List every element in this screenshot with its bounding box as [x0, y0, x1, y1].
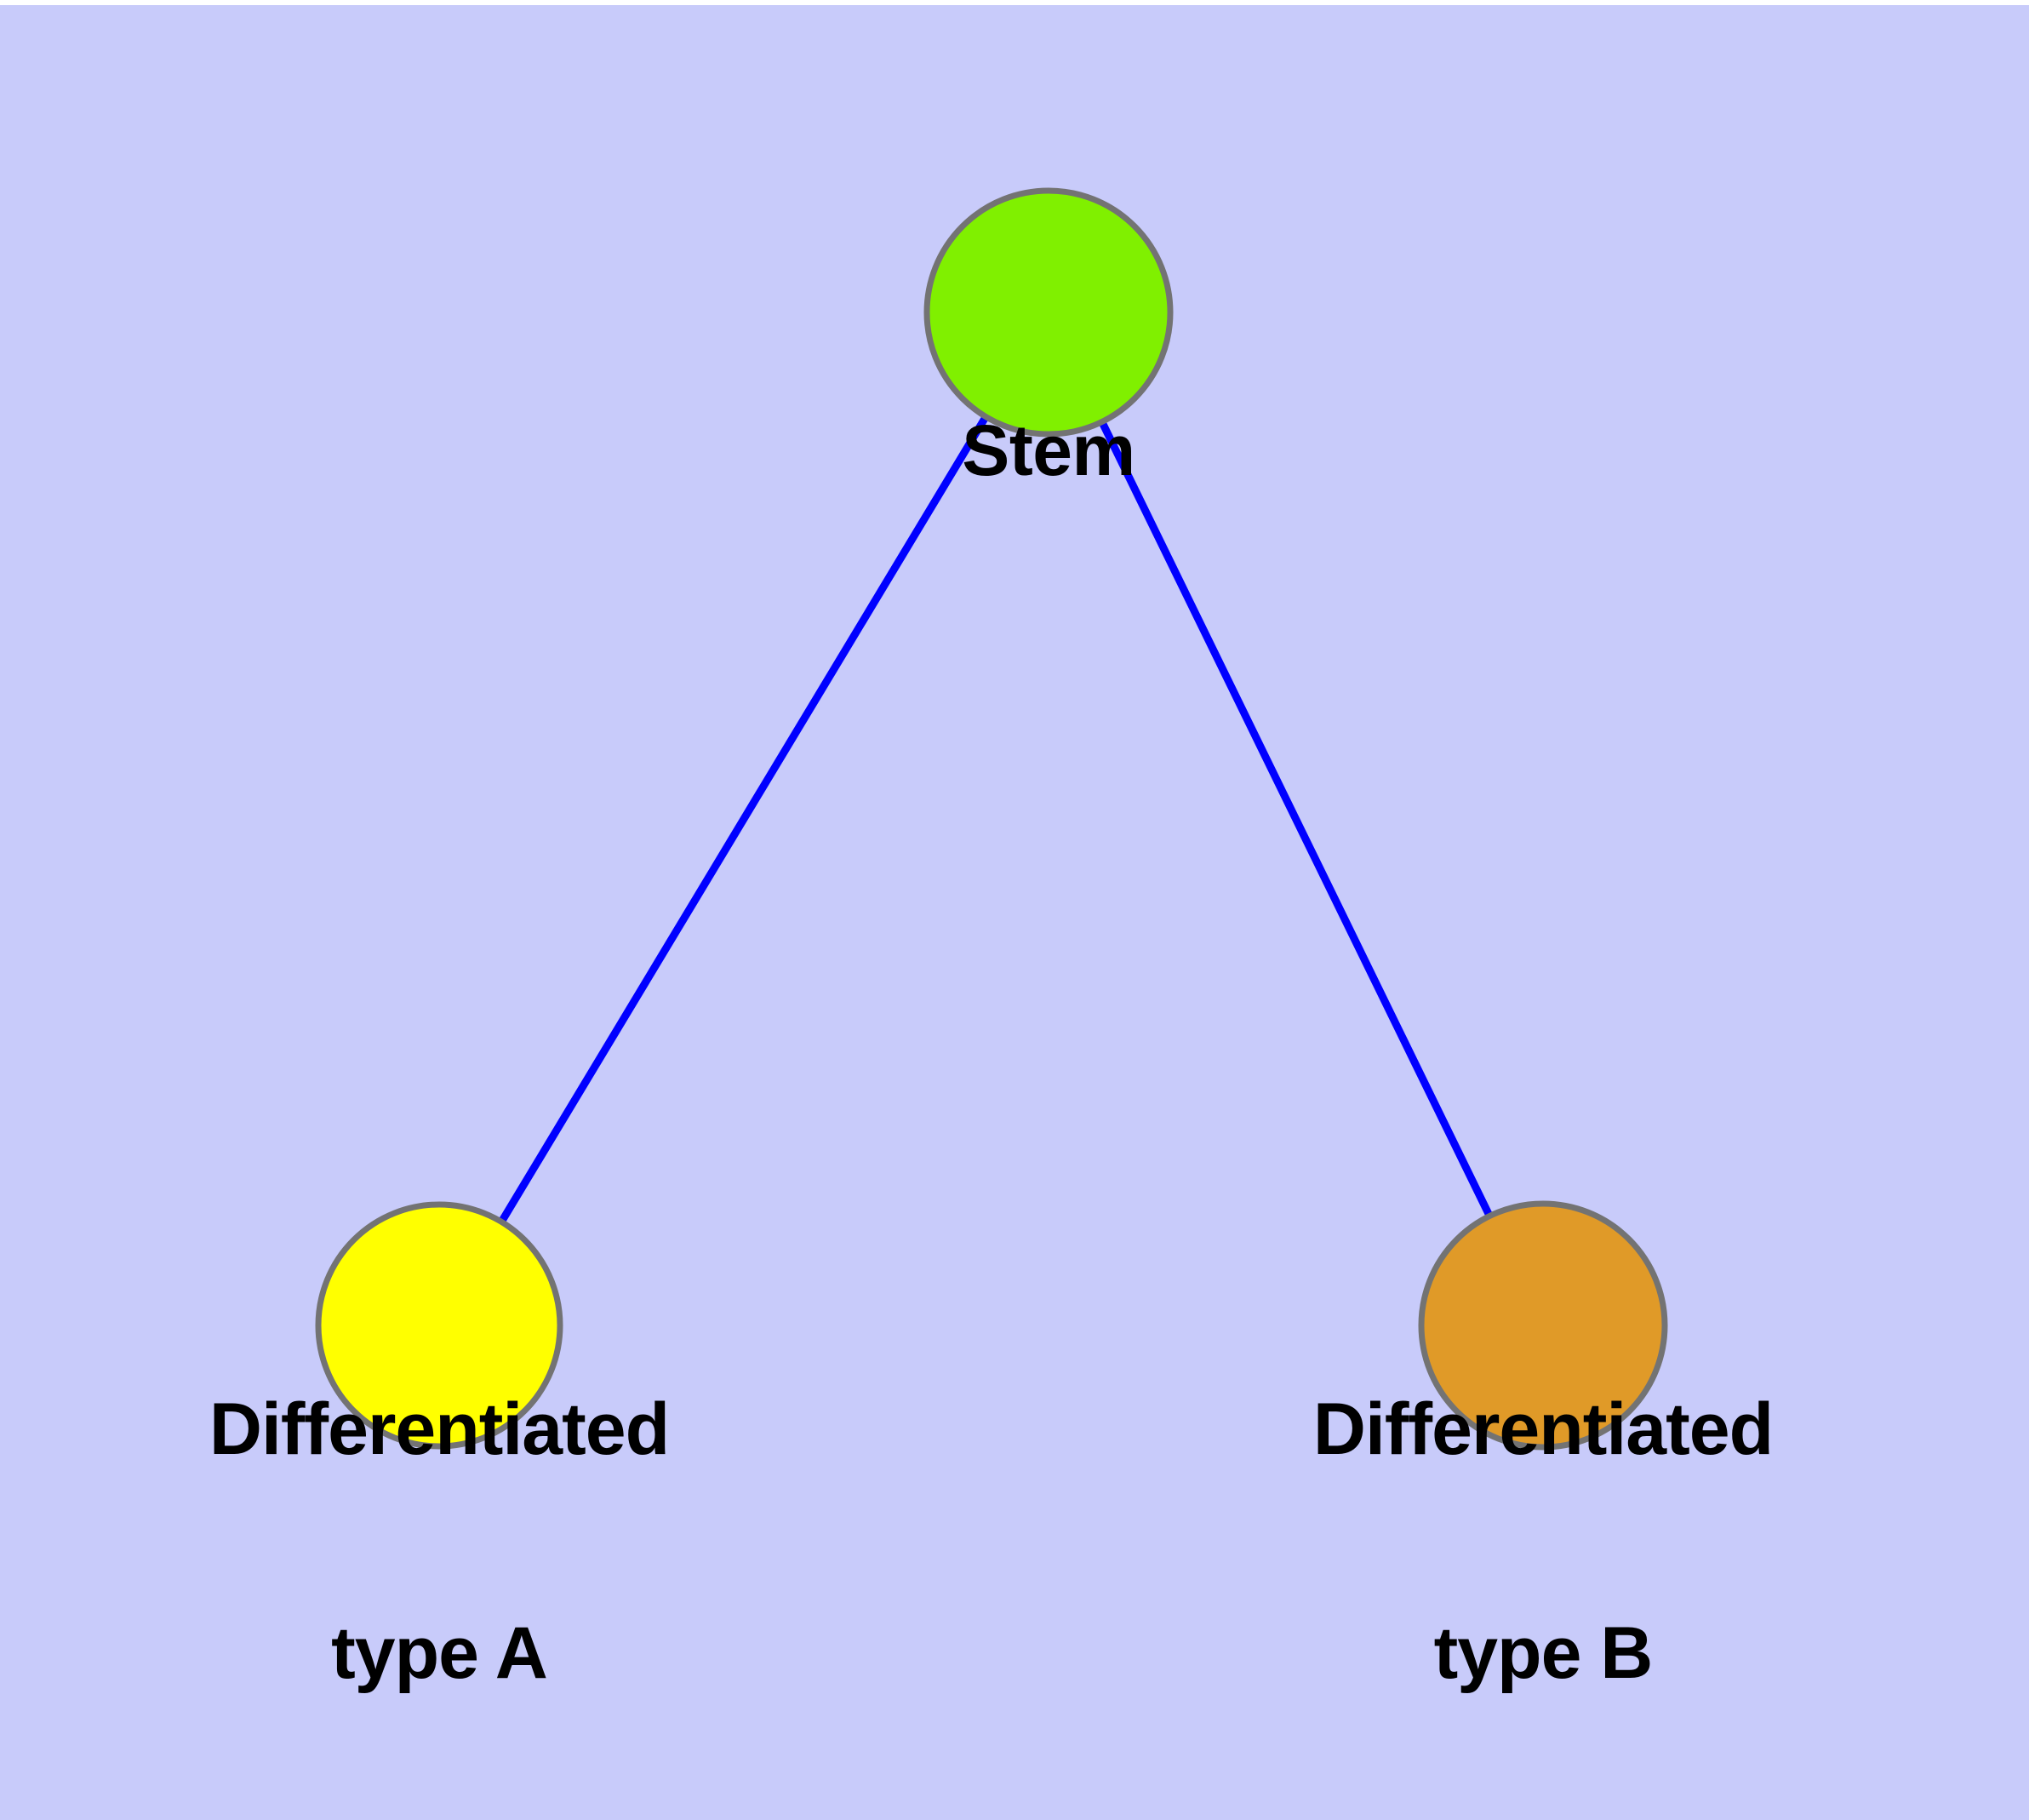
node-stem-circle[interactable] — [923, 187, 1174, 438]
edge-layer — [436, 310, 1547, 1328]
node-layer — [315, 187, 1668, 1451]
edge-stem-diff-a — [436, 310, 1052, 1328]
node-diff-a-circle[interactable] — [315, 1201, 563, 1450]
node-diff-b-circle[interactable] — [1418, 1200, 1668, 1451]
edge-stem-diff-b — [1044, 311, 1547, 1327]
